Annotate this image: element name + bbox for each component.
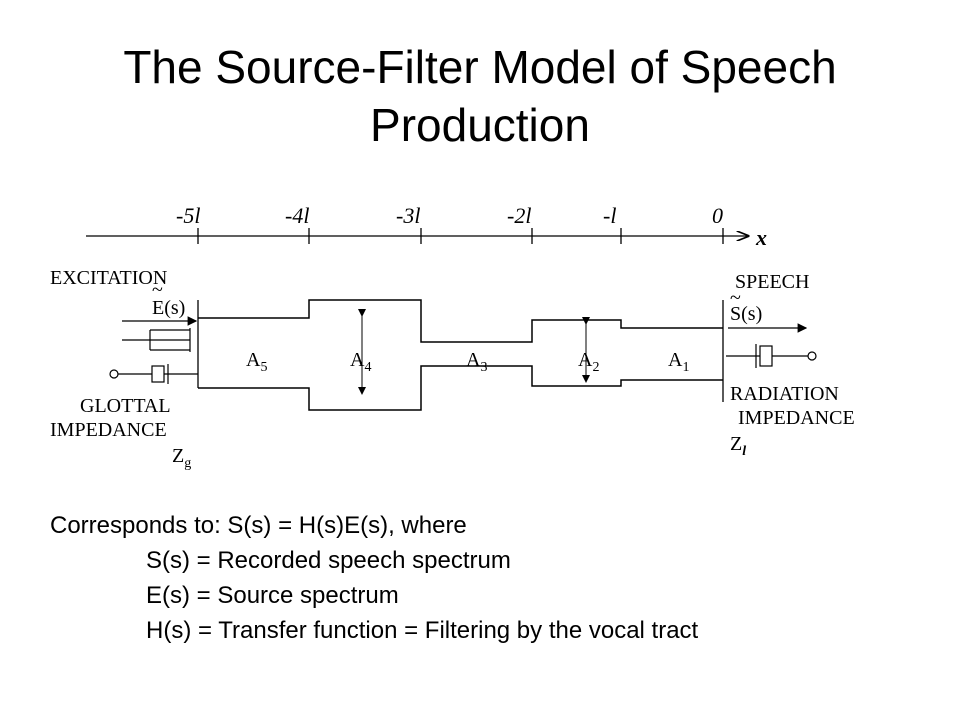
title-line-1: The Source-Filter Model of Speech — [123, 41, 837, 93]
description-line-4: H(s) = Transfer function = Filtering by … — [146, 617, 699, 644]
tick-label-negl: -l — [603, 203, 616, 228]
radiation-terminal — [807, 351, 817, 361]
glottal-terminal — [109, 369, 119, 379]
speech-symbol: S(s) — [730, 303, 762, 325]
tick-label-zero: 0 — [712, 203, 723, 228]
excitation-symbol: E(s) — [152, 297, 185, 319]
speech-tilde: ~ — [730, 287, 741, 309]
radiation-impedance-box — [759, 345, 773, 367]
radiation-label-line2: IMPEDANCE — [738, 407, 855, 429]
excitation-tilde: ~ — [152, 279, 163, 301]
vocal-tract-diagram: -5l -4l -3l -2l -l 0 x A5 A4 A3 A2 A1 EX… — [50, 203, 855, 471]
area-label-a5: A5 — [246, 349, 267, 375]
title-line-2: Production — [370, 99, 590, 151]
glottal-impedance-box — [151, 365, 165, 383]
position-axis: -5l -4l -3l -2l -l 0 x — [86, 203, 767, 250]
radiation-z-label: Zl — [730, 433, 746, 459]
glottal-label-line2: IMPEDANCE — [50, 419, 167, 441]
tube-lower-wall — [198, 365, 723, 411]
description-line-3: E(s) = Source spectrum — [146, 582, 399, 609]
excitation-label: EXCITATION — [50, 267, 167, 289]
tick-label-neg3l: -3l — [396, 203, 420, 228]
tube-upper-wall — [198, 299, 723, 343]
page-title: The Source-Filter Model of Speech Produc… — [0, 38, 960, 154]
area-label-a4: A4 — [350, 349, 371, 375]
area-label-a1: A1 — [668, 349, 689, 375]
tick-label-neg2l: -2l — [507, 203, 531, 228]
glottal-z-label: Zg — [172, 445, 191, 471]
radiation-label-line1: RADIATION — [730, 383, 839, 405]
area-label-a2: A2 — [578, 349, 599, 375]
description-line-1: Corresponds to: S(s) = H(s)E(s), where — [50, 512, 467, 539]
axis-variable-label: x — [755, 225, 767, 250]
model-description: Corresponds to: S(s) = H(s)E(s), where S… — [50, 508, 930, 648]
glottal-label-line1: GLOTTAL — [80, 395, 171, 417]
tick-label-neg5l: -5l — [176, 203, 200, 228]
description-line-2: S(s) = Recorded speech spectrum — [146, 547, 511, 574]
speech-label: SPEECH — [735, 271, 809, 293]
area-label-a3: A3 — [466, 349, 487, 375]
tick-label-neg4l: -4l — [285, 203, 309, 228]
